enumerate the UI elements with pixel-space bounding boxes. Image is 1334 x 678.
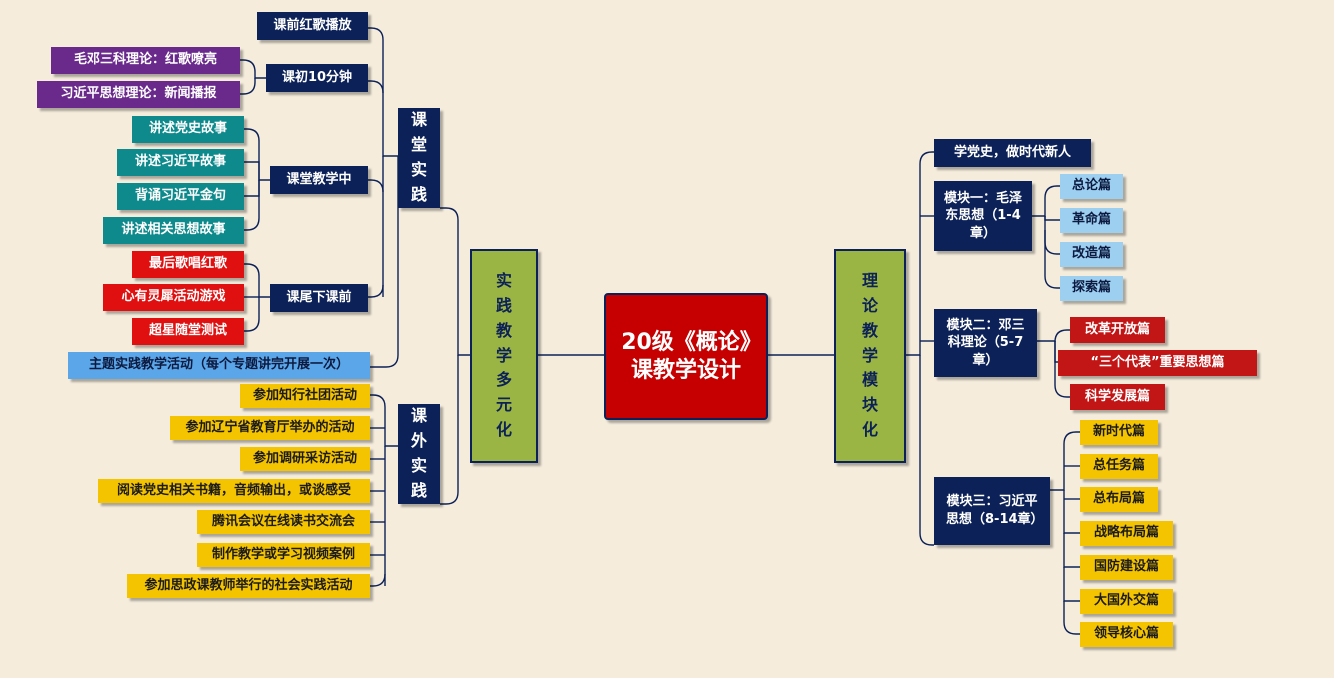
extracurricular-item[interactable]: 制作教学或学习视频案例 xyxy=(197,543,370,567)
during-class[interactable]: 课堂教学中 xyxy=(270,166,368,194)
end-item[interactable]: 超星随堂测试 xyxy=(132,318,244,345)
during-item[interactable]: 讲述习近平故事 xyxy=(117,149,244,176)
extracurricular-item[interactable]: 参加调研采访活动 xyxy=(240,447,370,471)
first10-item[interactable]: 毛邓三科理论：红歌嘹亮 xyxy=(51,47,240,74)
module-three[interactable]: 模块三：习近平思想（8-14章） xyxy=(934,477,1050,545)
module3-item[interactable]: 新时代篇 xyxy=(1080,420,1158,445)
module-one[interactable]: 模块一：毛泽东思想（1-4章） xyxy=(934,181,1032,251)
extracurricular-item[interactable]: 参加思政课教师举行的社会实践活动 xyxy=(127,574,370,598)
during-item[interactable]: 背诵习近平金句 xyxy=(117,183,244,210)
during-item[interactable]: 讲述相关思想故事 xyxy=(103,217,244,244)
module2-item[interactable]: 科学发展篇 xyxy=(1070,384,1165,410)
end-item[interactable]: 心有灵犀活动游戏 xyxy=(103,284,244,311)
central-topic[interactable]: 20级《概论》课教学设计 xyxy=(604,293,768,420)
module1-item[interactable]: 革命篇 xyxy=(1060,208,1123,233)
extracurricular-practice[interactable]: 课外实践 xyxy=(398,404,440,504)
party-history-topic[interactable]: 学党史，做时代新人 xyxy=(934,139,1091,167)
module3-item[interactable]: 国防建设篇 xyxy=(1080,555,1173,580)
module1-item[interactable]: 总论篇 xyxy=(1060,174,1123,199)
branch-practice-teaching[interactable]: 实践教学多元化 xyxy=(470,249,538,463)
first10-item[interactable]: 习近平思想理论：新闻播报 xyxy=(37,81,240,108)
extracurricular-item[interactable]: 参加知行社团活动 xyxy=(240,384,370,408)
module3-item[interactable]: 总任务篇 xyxy=(1080,454,1158,479)
end-item[interactable]: 最后歌唱红歌 xyxy=(132,251,244,278)
end-of-class[interactable]: 课尾下课前 xyxy=(270,284,368,312)
module3-item[interactable]: 战略布局篇 xyxy=(1080,521,1173,546)
extracurricular-item[interactable]: 腾讯会议在线读书交流会 xyxy=(197,510,370,534)
extracurricular-item[interactable]: 阅读党史相关书籍，音频输出，或谈感受 xyxy=(98,479,370,503)
branch-theory-teaching[interactable]: 理论教学模块化 xyxy=(834,249,906,463)
module1-item[interactable]: 改造篇 xyxy=(1060,242,1123,267)
module3-item[interactable]: 领导核心篇 xyxy=(1080,622,1173,647)
module3-item[interactable]: 总布局篇 xyxy=(1080,487,1158,512)
first-10-min[interactable]: 课初10分钟 xyxy=(266,64,368,92)
module2-item[interactable]: “三个代表”重要思想篇 xyxy=(1058,350,1257,376)
extracurricular-item[interactable]: 参加辽宁省教育厅举办的活动 xyxy=(170,416,370,440)
module3-item[interactable]: 大国外交篇 xyxy=(1080,589,1173,614)
classroom-practice[interactable]: 课堂实践 xyxy=(398,108,440,208)
during-item[interactable]: 讲述党史故事 xyxy=(132,116,244,143)
theme-practice-activity[interactable]: 主题实践教学活动（每个专题讲完开展一次） xyxy=(68,352,370,379)
module-two[interactable]: 模块二：邓三科理论（5-7章） xyxy=(934,309,1037,377)
module2-item[interactable]: 改革开放篇 xyxy=(1070,317,1165,343)
module1-item[interactable]: 探索篇 xyxy=(1060,276,1123,301)
before-class-song[interactable]: 课前红歌播放 xyxy=(257,12,368,40)
